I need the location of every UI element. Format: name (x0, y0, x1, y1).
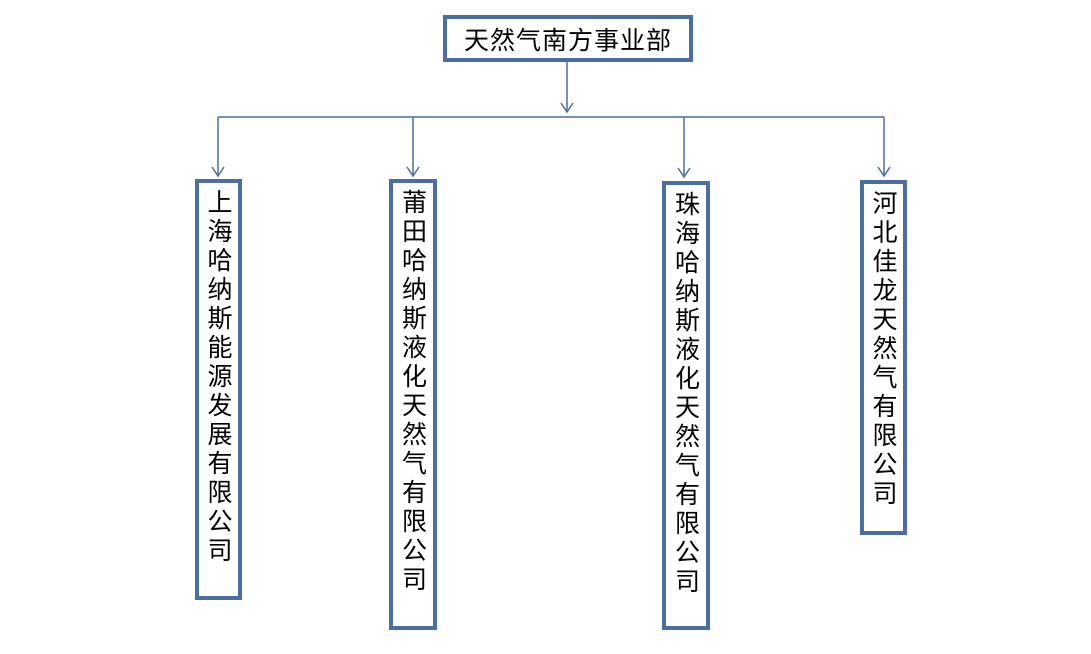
branch-arrow-head-0 (211, 166, 225, 178)
child-node-label: 珠海哈纳斯液化天然气有限公司 (671, 191, 701, 597)
child-node-zhuhai: 珠海哈纳斯液化天然气有限公司 (662, 181, 710, 630)
branch-arrow-head-2 (677, 167, 691, 179)
child-node-hebei: 河北佳龙天然气有限公司 (860, 180, 907, 535)
child-node-shanghai: 上海哈纳斯能源发展有限公司 (195, 179, 242, 600)
branch-arrow-head-3 (877, 166, 891, 178)
child-node-putian: 莆田哈纳斯液化天然气有限公司 (389, 179, 437, 630)
root-node: 天然气南方事业部 (443, 15, 693, 62)
child-node-label: 上海哈纳斯能源发展有限公司 (204, 189, 233, 566)
child-node-label: 莆田哈纳斯液化天然气有限公司 (398, 189, 428, 595)
branch-arrow-head-1 (406, 166, 420, 178)
root-node-label: 天然气南方事业部 (463, 25, 672, 55)
child-node-label: 河北佳龙天然气有限公司 (869, 190, 898, 509)
root-arrow-head (560, 102, 574, 114)
